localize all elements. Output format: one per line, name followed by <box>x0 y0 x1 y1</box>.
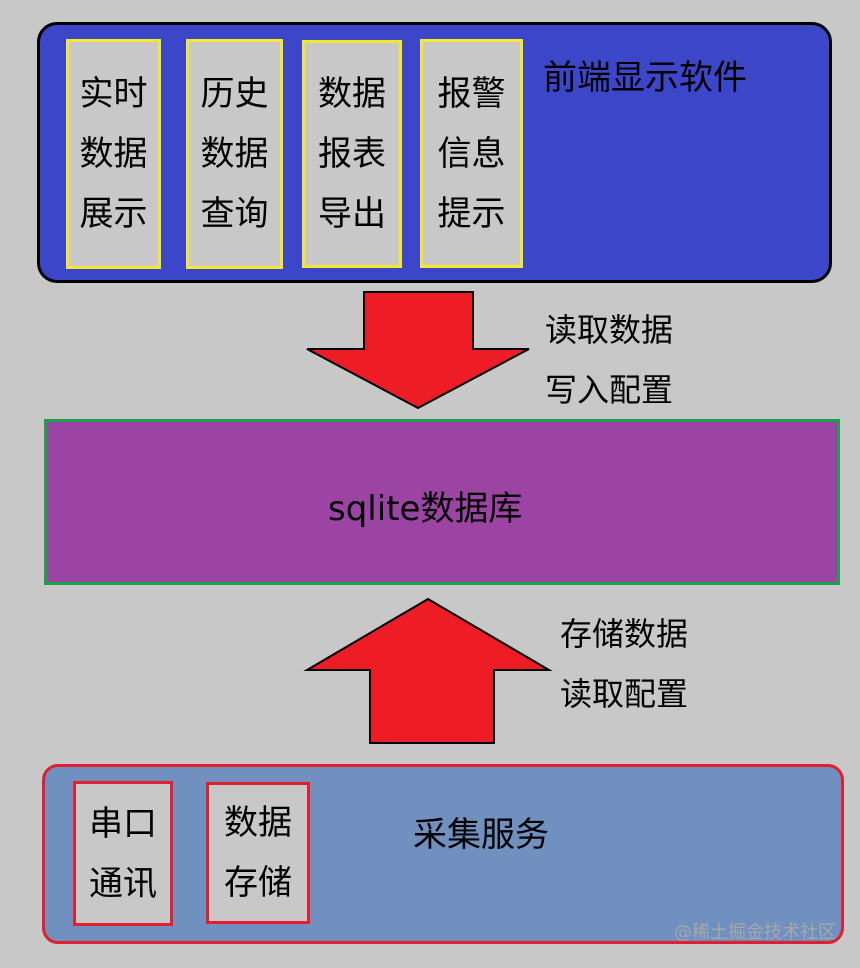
arrow-up-label-line: 存储数据 <box>560 615 689 653</box>
module-line: 实时 <box>79 74 148 114</box>
module-report-export: 数据 报表 导出 <box>302 40 402 268</box>
module-serial-comm: 串口 通讯 <box>73 781 173 926</box>
arrow-down-icon <box>306 291 530 410</box>
arrow-down-label-line: 写入配置 <box>545 371 674 409</box>
module-line: 存储 <box>224 863 292 903</box>
module-data-storage: 数据 存储 <box>206 782 310 924</box>
module-realtime-display: 实时 数据 展示 <box>66 39 161 269</box>
frontend-title: 前端显示软件 <box>543 58 747 98</box>
module-line: 查询 <box>200 194 269 234</box>
module-history-query: 历史 数据 查询 <box>186 39 283 269</box>
module-line: 数据 <box>224 803 292 843</box>
module-line: 报警 <box>437 73 506 114</box>
module-line: 展示 <box>79 194 148 234</box>
module-line: 数据 <box>200 134 269 174</box>
module-line: 报表 <box>318 134 386 174</box>
frontend-panel: 实时 数据 展示 历史 数据 查询 数据 报表 导出 报警 信息 提示 前端显示… <box>37 22 832 283</box>
module-line: 导出 <box>318 194 386 234</box>
module-line: 数据 <box>318 74 386 114</box>
watermark: @稀土掘金技术社区 <box>674 922 836 943</box>
arrow-up-icon <box>303 597 553 744</box>
module-alarm-info: 报警 信息 提示 <box>420 39 523 268</box>
module-line: 通讯 <box>89 863 157 904</box>
collector-title: 采集服务 <box>413 815 549 855</box>
database-title: sqlite数据库 <box>328 489 523 529</box>
module-line: 提示 <box>437 193 506 234</box>
module-line: 历史 <box>200 74 269 114</box>
module-line: 串口 <box>89 803 157 844</box>
database-panel: sqlite数据库 <box>44 419 840 585</box>
collector-panel: 串口 通讯 数据 存储 采集服务 <box>42 764 844 944</box>
arrow-down-label: 读取数据 写入配置 <box>545 300 673 420</box>
module-line: 数据 <box>79 134 148 174</box>
arrow-down-label-line: 读取数据 <box>545 311 674 349</box>
arrow-up-label-line: 读取配置 <box>560 675 689 713</box>
arrow-up-label: 存储数据 读取配置 <box>560 604 688 724</box>
module-line: 信息 <box>437 133 506 174</box>
